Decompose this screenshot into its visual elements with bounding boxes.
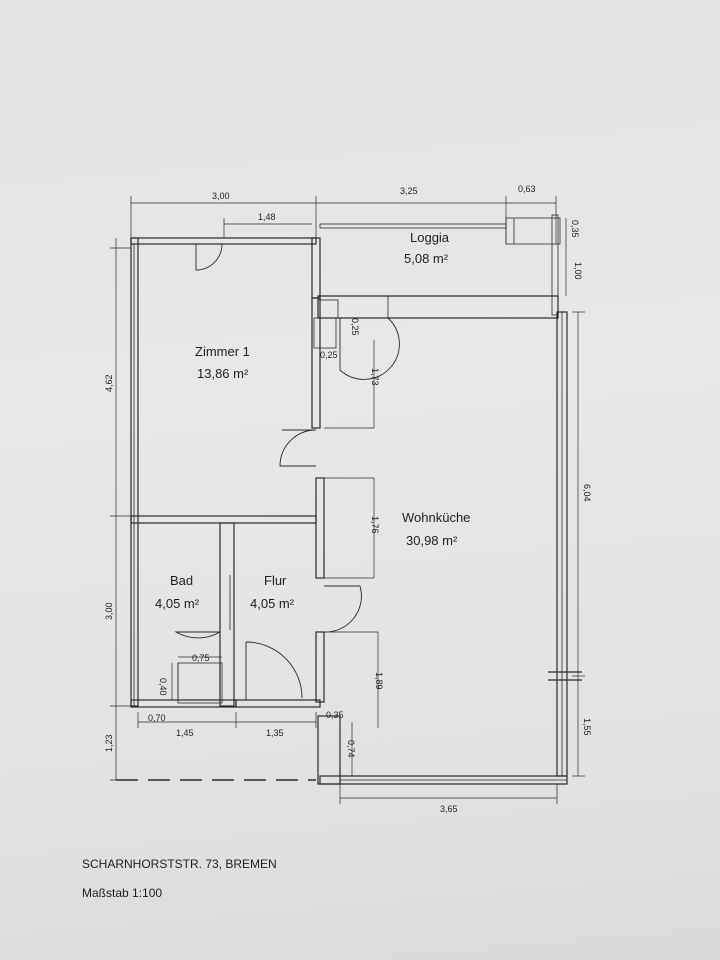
dim-bottom-074: 0,74 (346, 740, 356, 758)
dim-zimmer-window: 1,48 (258, 212, 276, 222)
wall-middle-3 (315, 631, 325, 703)
dim-door-2: 1,76 (370, 516, 380, 534)
dim-bottom-035: 0,35 (326, 710, 344, 720)
dim-left-bottom: 1,23 (104, 734, 114, 752)
wall-loggia-right (551, 214, 559, 316)
dim-bottom-145: 1,45 (176, 728, 194, 738)
dimension-lines (110, 196, 585, 804)
wall-left-outer (130, 237, 139, 707)
room-name-loggia: Loggia (410, 230, 450, 245)
wall-zimmer-bottom (130, 515, 317, 524)
dim-bad-075: 0,75 (192, 653, 210, 663)
wall-flur-bottom (235, 699, 321, 708)
dim-door-1: 1,73 (370, 368, 380, 386)
room-area-zimmer1: 13,86 m² (197, 366, 249, 381)
wall-loggia-bottom-hatch (387, 295, 559, 319)
door-zimmer-side (279, 429, 317, 467)
dim-door-3: 1,89 (374, 672, 384, 690)
wall-loggia-top (319, 223, 507, 229)
dim-top-right: 0,63 (518, 184, 536, 194)
door-loggia (339, 317, 400, 380)
wall-loggia-bottom-hatch-left (317, 299, 339, 319)
wall-zimmer-top (130, 237, 317, 245)
room-area-flur: 4,05 m² (250, 596, 295, 611)
dim-bad-040: 0,40 (158, 678, 168, 696)
room-name-zimmer1: Zimmer 1 (195, 344, 250, 359)
dim-bad-070: 0,70 (148, 713, 166, 723)
dim-loggia-small: 0,35 (570, 220, 580, 238)
dim-right-bottom: 1,55 (582, 718, 592, 736)
room-area-wohnkueche: 30,98 m² (406, 533, 458, 548)
dim-left-lower: 3,00 (104, 602, 114, 620)
dim-top-mid: 3,25 (400, 186, 418, 196)
bad-shaft (177, 662, 223, 704)
wall-middle-2 (315, 477, 325, 579)
doors (174, 243, 400, 700)
door-bad (174, 590, 221, 639)
room-name-flur: Flur (264, 573, 287, 588)
door-zimmer-top (195, 243, 223, 271)
wall-loggia-bottom (317, 295, 559, 319)
dim-right-height: 6,04 (582, 484, 592, 502)
dim-bottom-135: 1,35 (266, 728, 284, 738)
address-label: SCHARNHORSTSTR. 73, BREMEN (82, 857, 277, 871)
room-area-loggia: 5,08 m² (404, 251, 449, 266)
room-name-wohnkueche: Wohnküche (402, 510, 470, 525)
wall-zimmer-right (311, 237, 321, 299)
walls (130, 214, 582, 785)
wall-middle-1 (311, 297, 321, 429)
dim-bottom-365: 3,65 (440, 804, 458, 814)
dim-left-upper: 4,62 (104, 374, 114, 392)
dimension-labels: 3,00 3,25 0,63 1,48 0,35 1,00 4,62 3,00 … (104, 184, 592, 814)
wall-bottom-left-block (317, 715, 341, 785)
dim-small-a: 0,25 (350, 318, 360, 336)
room-area-bad: 4,05 m² (155, 596, 200, 611)
scale-label: Maßstab 1:100 (82, 886, 163, 900)
door-wohnkueche (323, 585, 362, 633)
dim-loggia-depth: 1,00 (573, 262, 583, 280)
dim-top-left: 3,00 (212, 191, 230, 201)
door-flur (245, 641, 303, 700)
dim-small-b: 0,25 (320, 350, 338, 360)
room-labels: Loggia 5,08 m² Zimmer 1 13,86 m² Wohnküc… (155, 230, 470, 611)
wall-column (313, 317, 337, 349)
room-name-bad: Bad (170, 573, 193, 588)
